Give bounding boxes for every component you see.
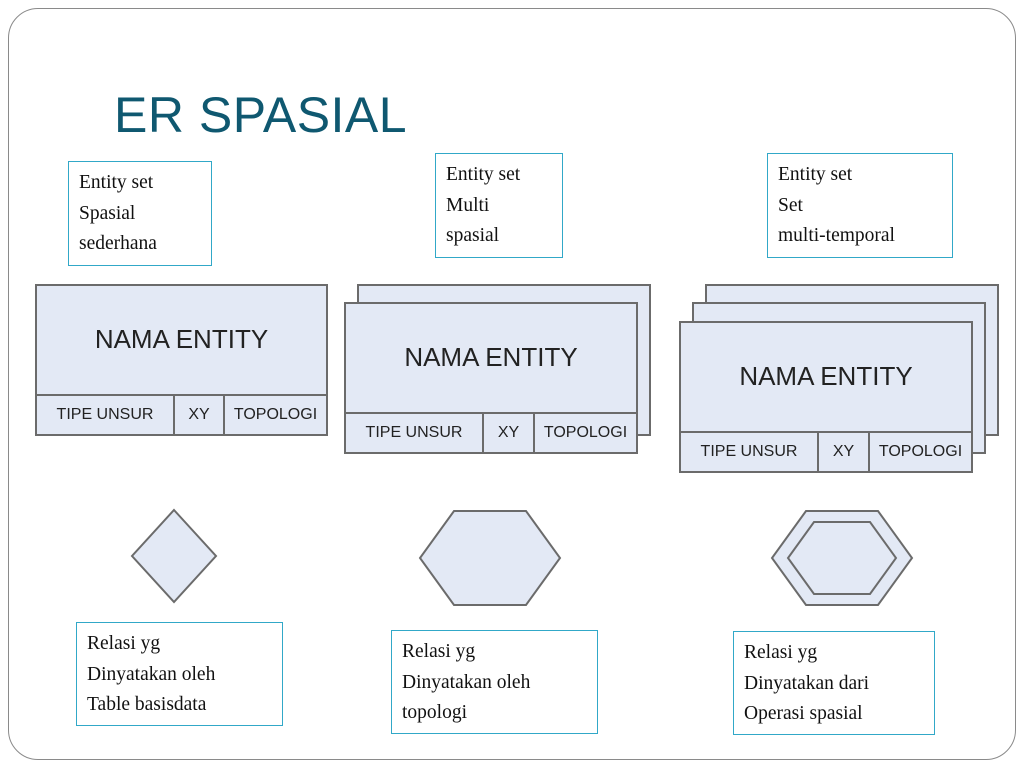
note-line: Entity set (446, 164, 521, 185)
note-line: Dinyatakan dari (744, 672, 870, 694)
slide-frame (8, 8, 1016, 760)
attr-topologi: TOPOLOGI (233, 406, 318, 423)
relation-hexagon-icon (418, 510, 562, 606)
note-line: Entity set (778, 164, 853, 185)
note-line: Multi (446, 194, 490, 216)
note-line: Relasi yg (402, 641, 476, 662)
note-line: Table basisdata (87, 694, 207, 715)
note-entity-multi-spatial: Entity set Multi spasial (435, 153, 563, 258)
note-line: Entity set (79, 172, 154, 193)
note-line: Dinyatakan oleh (87, 663, 216, 685)
note-entity-simple: Entity set Spasial sederhana (68, 161, 212, 266)
entity-name: NAMA ENTITY (94, 324, 269, 354)
relation-diamond-icon (130, 508, 218, 604)
note-line: Operasi spasial (744, 703, 863, 724)
note-line: sederhana (79, 233, 157, 254)
slide-title: ER SPASIAL (114, 87, 408, 143)
relation-double-hexagon-icon (770, 510, 914, 606)
attribute-row: TIPE UNSUR XY TOPOLOGI (37, 394, 326, 434)
note-line: Spasial (79, 202, 136, 224)
note-line: spasial (446, 225, 500, 246)
note-line: topologi (402, 702, 468, 723)
attribute-row: TIPE UNSUR XY TOPOLOGI (346, 412, 636, 452)
entity-box-multi-spatial: NAMA ENTITY TIPE UNSUR XY TOPOLOGI (344, 302, 638, 454)
note-relation-spatial-operation: Relasi yg Dinyatakan dari Operasi spasia… (733, 631, 935, 735)
note-line: Relasi yg (87, 633, 161, 654)
note-line: Dinyatakan oleh (402, 671, 531, 693)
entity-name: NAMA ENTITY (404, 342, 578, 372)
note-line: multi-temporal (778, 225, 895, 246)
attr-tipe-unsur: TIPE UNSUR (37, 396, 175, 434)
attr-xy: XY (175, 396, 225, 434)
attr-xy: XY (484, 414, 535, 452)
note-relation-table: Relasi yg Dinyatakan oleh Table basisdat… (76, 622, 283, 726)
entity-box-simple: NAMA ENTITY TIPE UNSUR XY TOPOLOGI (35, 284, 328, 436)
entity-name: NAMA ENTITY (739, 361, 913, 391)
attr-tipe-unsur: TIPE UNSUR (681, 433, 819, 471)
note-relation-topology: Relasi yg Dinyatakan oleh topologi (391, 630, 598, 734)
note-line: Set (778, 194, 803, 216)
note-entity-multi-temporal: Entity set Set multi-temporal (767, 153, 953, 258)
attr-topologi: TOPOLOGI (878, 443, 963, 460)
attr-topologi: TOPOLOGI (543, 424, 628, 441)
attr-xy: XY (819, 433, 870, 471)
entity-box-multi-temporal: NAMA ENTITY TIPE UNSUR XY TOPOLOGI (679, 321, 973, 473)
attribute-row: TIPE UNSUR XY TOPOLOGI (681, 431, 971, 471)
note-line: Relasi yg (744, 642, 818, 663)
attr-tipe-unsur: TIPE UNSUR (346, 414, 484, 452)
